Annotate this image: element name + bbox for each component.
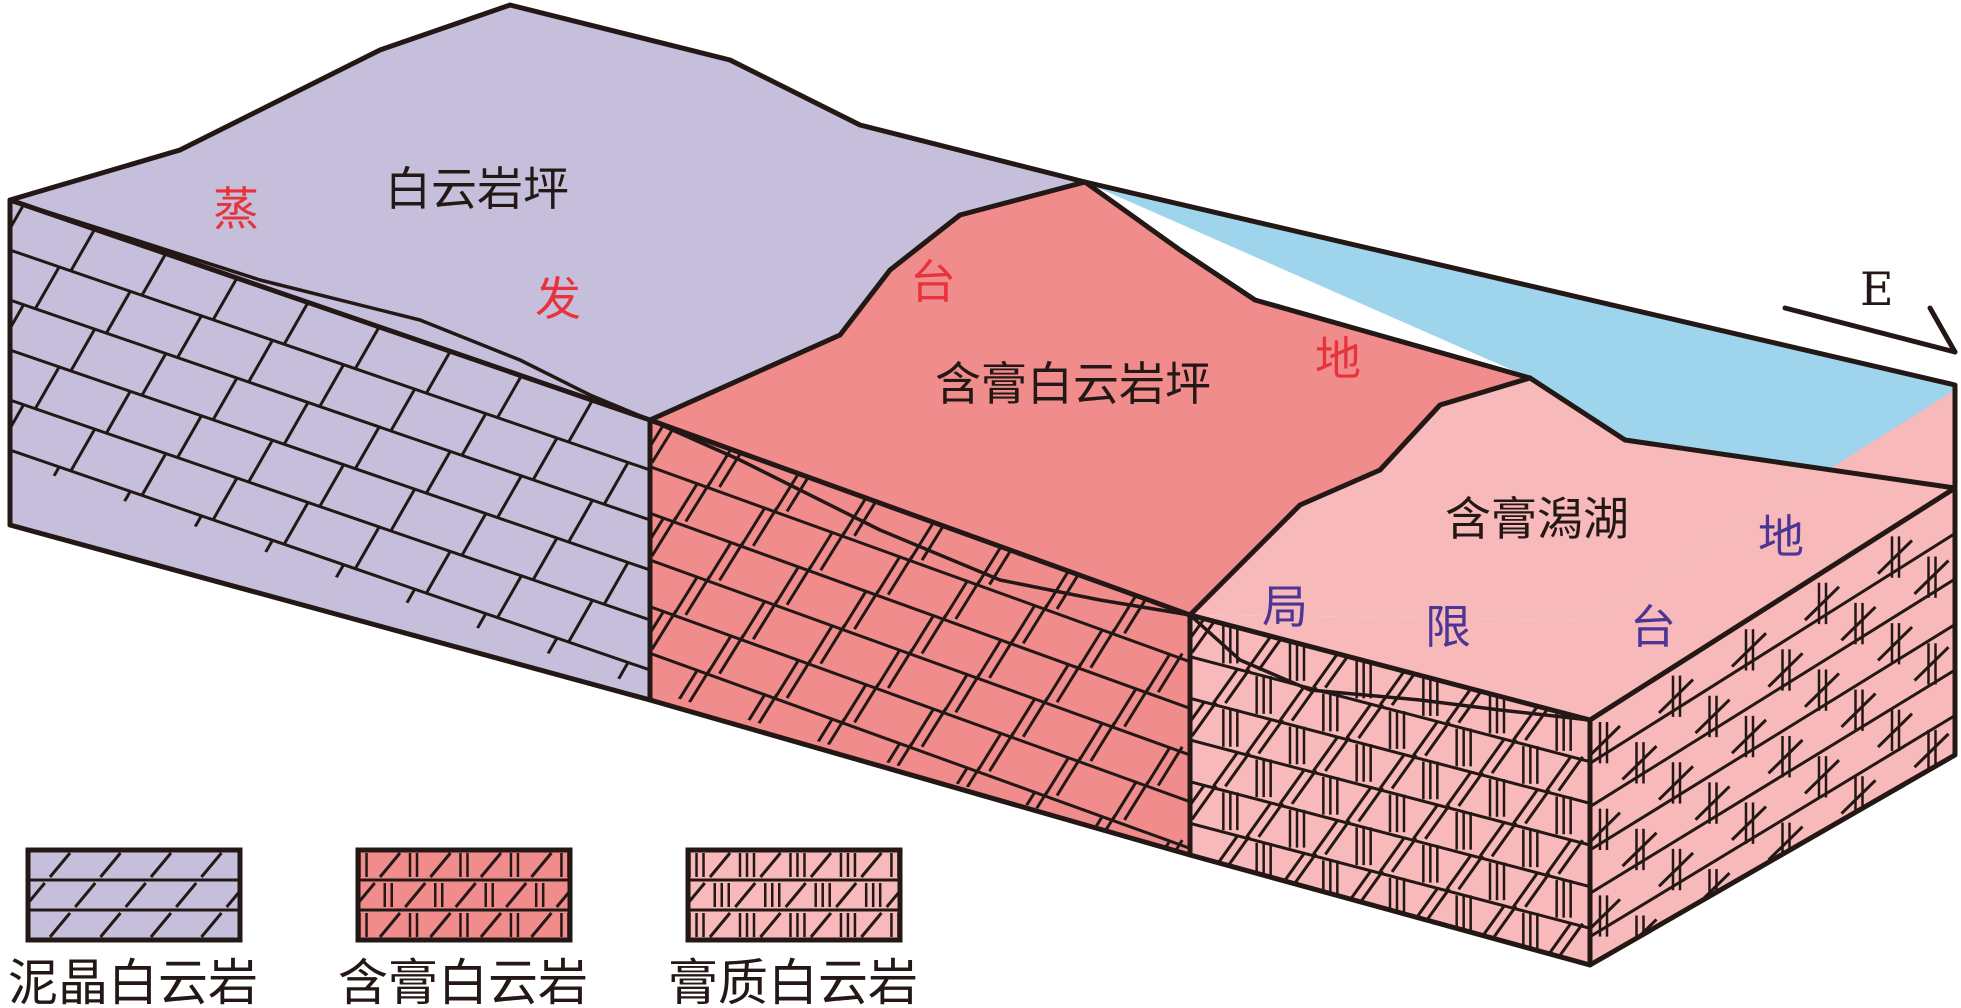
zone-evaporite-char-1: 蒸 (213, 182, 259, 236)
zone-restricted-char-2: 限 (1425, 600, 1471, 654)
zone-restricted-char-1: 局 (1262, 580, 1308, 634)
legend-label-gypsum-dolomite: 含膏白云岩 (338, 954, 588, 1008)
direction-label: E (1860, 262, 1894, 316)
zone-evaporite-char-3: 台 (910, 255, 956, 309)
gypsum-lagoon-surface (1190, 378, 1955, 620)
legend-item-gypseous-dolomite: 膏质白云岩 (668, 847, 918, 1008)
gypseous-brick-pattern-icon (688, 852, 900, 938)
gypsum-dolomite-flat-surface (650, 182, 1530, 615)
label-gypsum-dolomite-flat: 含膏白云岩坪 (935, 357, 1211, 411)
water-surface (1085, 182, 1955, 488)
dolomite-flat-surface (10, 5, 1085, 420)
legend-label-gypseous-dolomite: 膏质白云岩 (668, 954, 918, 1008)
zone-restricted-char-4: 地 (1758, 510, 1804, 564)
gypsum-brick-pattern-icon (358, 852, 570, 938)
zone-evaporite-char-4: 地 (1315, 332, 1361, 386)
legend-label-micritic: 泥晶白云岩 (8, 954, 258, 1008)
label-dolomite-flat: 白云岩坪 (385, 162, 569, 216)
block-outline (7, 2, 1958, 968)
zone-evaporite-char-2: 发 (535, 272, 581, 326)
legend-item-micritic: 泥晶白云岩 (8, 847, 258, 1008)
brick-pattern-icon (28, 852, 240, 938)
legend-item-gypsum-dolomite: 含膏白云岩 (338, 847, 588, 1008)
lagoon-front-strip (1190, 390, 1955, 720)
legend: 泥晶白云岩 含膏白云岩 膏质白云岩 (8, 847, 918, 1008)
label-gypsum-lagoon: 含膏潟湖 (1445, 492, 1629, 546)
zone-restricted-char-3: 台 (1630, 600, 1676, 654)
front-face-micritic (10, 200, 650, 700)
gypseous-brick-pattern (1190, 618, 1590, 965)
direction-arrow: E (1782, 262, 1958, 355)
